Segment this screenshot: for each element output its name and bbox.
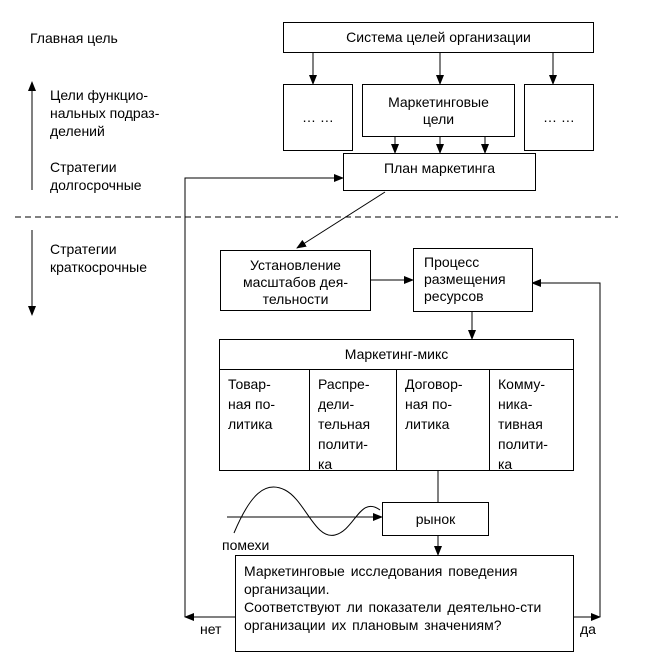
- contract-policy-cell: Договор- ная по- литика: [397, 370, 490, 470]
- other-goals-right-box: … …: [524, 84, 594, 151]
- distribution-policy-cell: Распре- дели- тельная полити- ка: [310, 370, 397, 472]
- short-term-strategies-label: Стратегии краткосрочные: [50, 241, 148, 275]
- product-policy-cell: Товар- ная по- литика: [220, 370, 310, 470]
- functional-goals-label: Цели функцио- нальных подраз- делений: [50, 87, 160, 139]
- communication-policy-cell: Комму- ника- тивная полити- ка: [498, 376, 548, 472]
- other-goals-left-box: … …: [283, 84, 353, 151]
- marketing-research-box: Маркетинговые исследования поведения орг…: [235, 555, 574, 652]
- yes-label: да: [580, 621, 596, 637]
- marketing-plan-box: План маркетинга: [343, 153, 536, 191]
- goal-system-box: Система целей организации: [283, 22, 594, 53]
- marketing-goals-box: Маркетинговые цели: [362, 84, 515, 137]
- noise-wave: [233, 486, 381, 536]
- marketing-mix-title: Маркетинг-микс: [220, 340, 573, 370]
- no-label: нет: [200, 621, 222, 637]
- noise-label: помехи: [222, 537, 270, 553]
- resource-allocation-box: Процесс размещения ресурсов: [413, 248, 533, 312]
- market-box: рынок: [382, 502, 489, 536]
- main-goal-label: Главная цель: [30, 30, 118, 46]
- marketing-mix-box: Маркетинг-микс Товар- ная по- литика Рас…: [219, 339, 574, 472]
- long-term-strategies-label: Стратегии долгосрочные: [50, 159, 142, 193]
- activity-scale-box: Установление масштабов дея- тельности: [220, 250, 371, 311]
